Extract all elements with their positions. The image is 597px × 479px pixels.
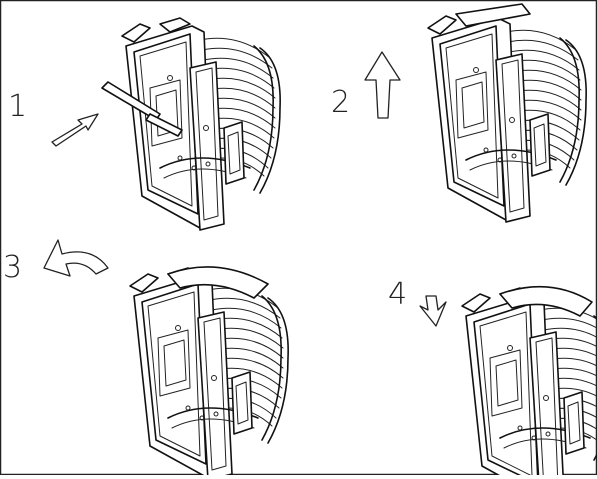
step-3-illustration — [129, 266, 289, 479]
step-4-arrow — [419, 295, 447, 327]
step-1-arrow — [51, 113, 99, 147]
step-1-number: 1 — [8, 89, 28, 124]
step-2-illustration — [427, 3, 587, 223]
step-4-number: 4 — [388, 277, 408, 312]
step-1-illustration — [101, 17, 281, 231]
step-3-arrow — [43, 239, 109, 277]
step-4-illustration — [461, 285, 597, 479]
step-2-arrow — [364, 51, 401, 119]
step-3-number: 3 — [3, 250, 23, 285]
step-2-number: 2 — [331, 85, 351, 120]
